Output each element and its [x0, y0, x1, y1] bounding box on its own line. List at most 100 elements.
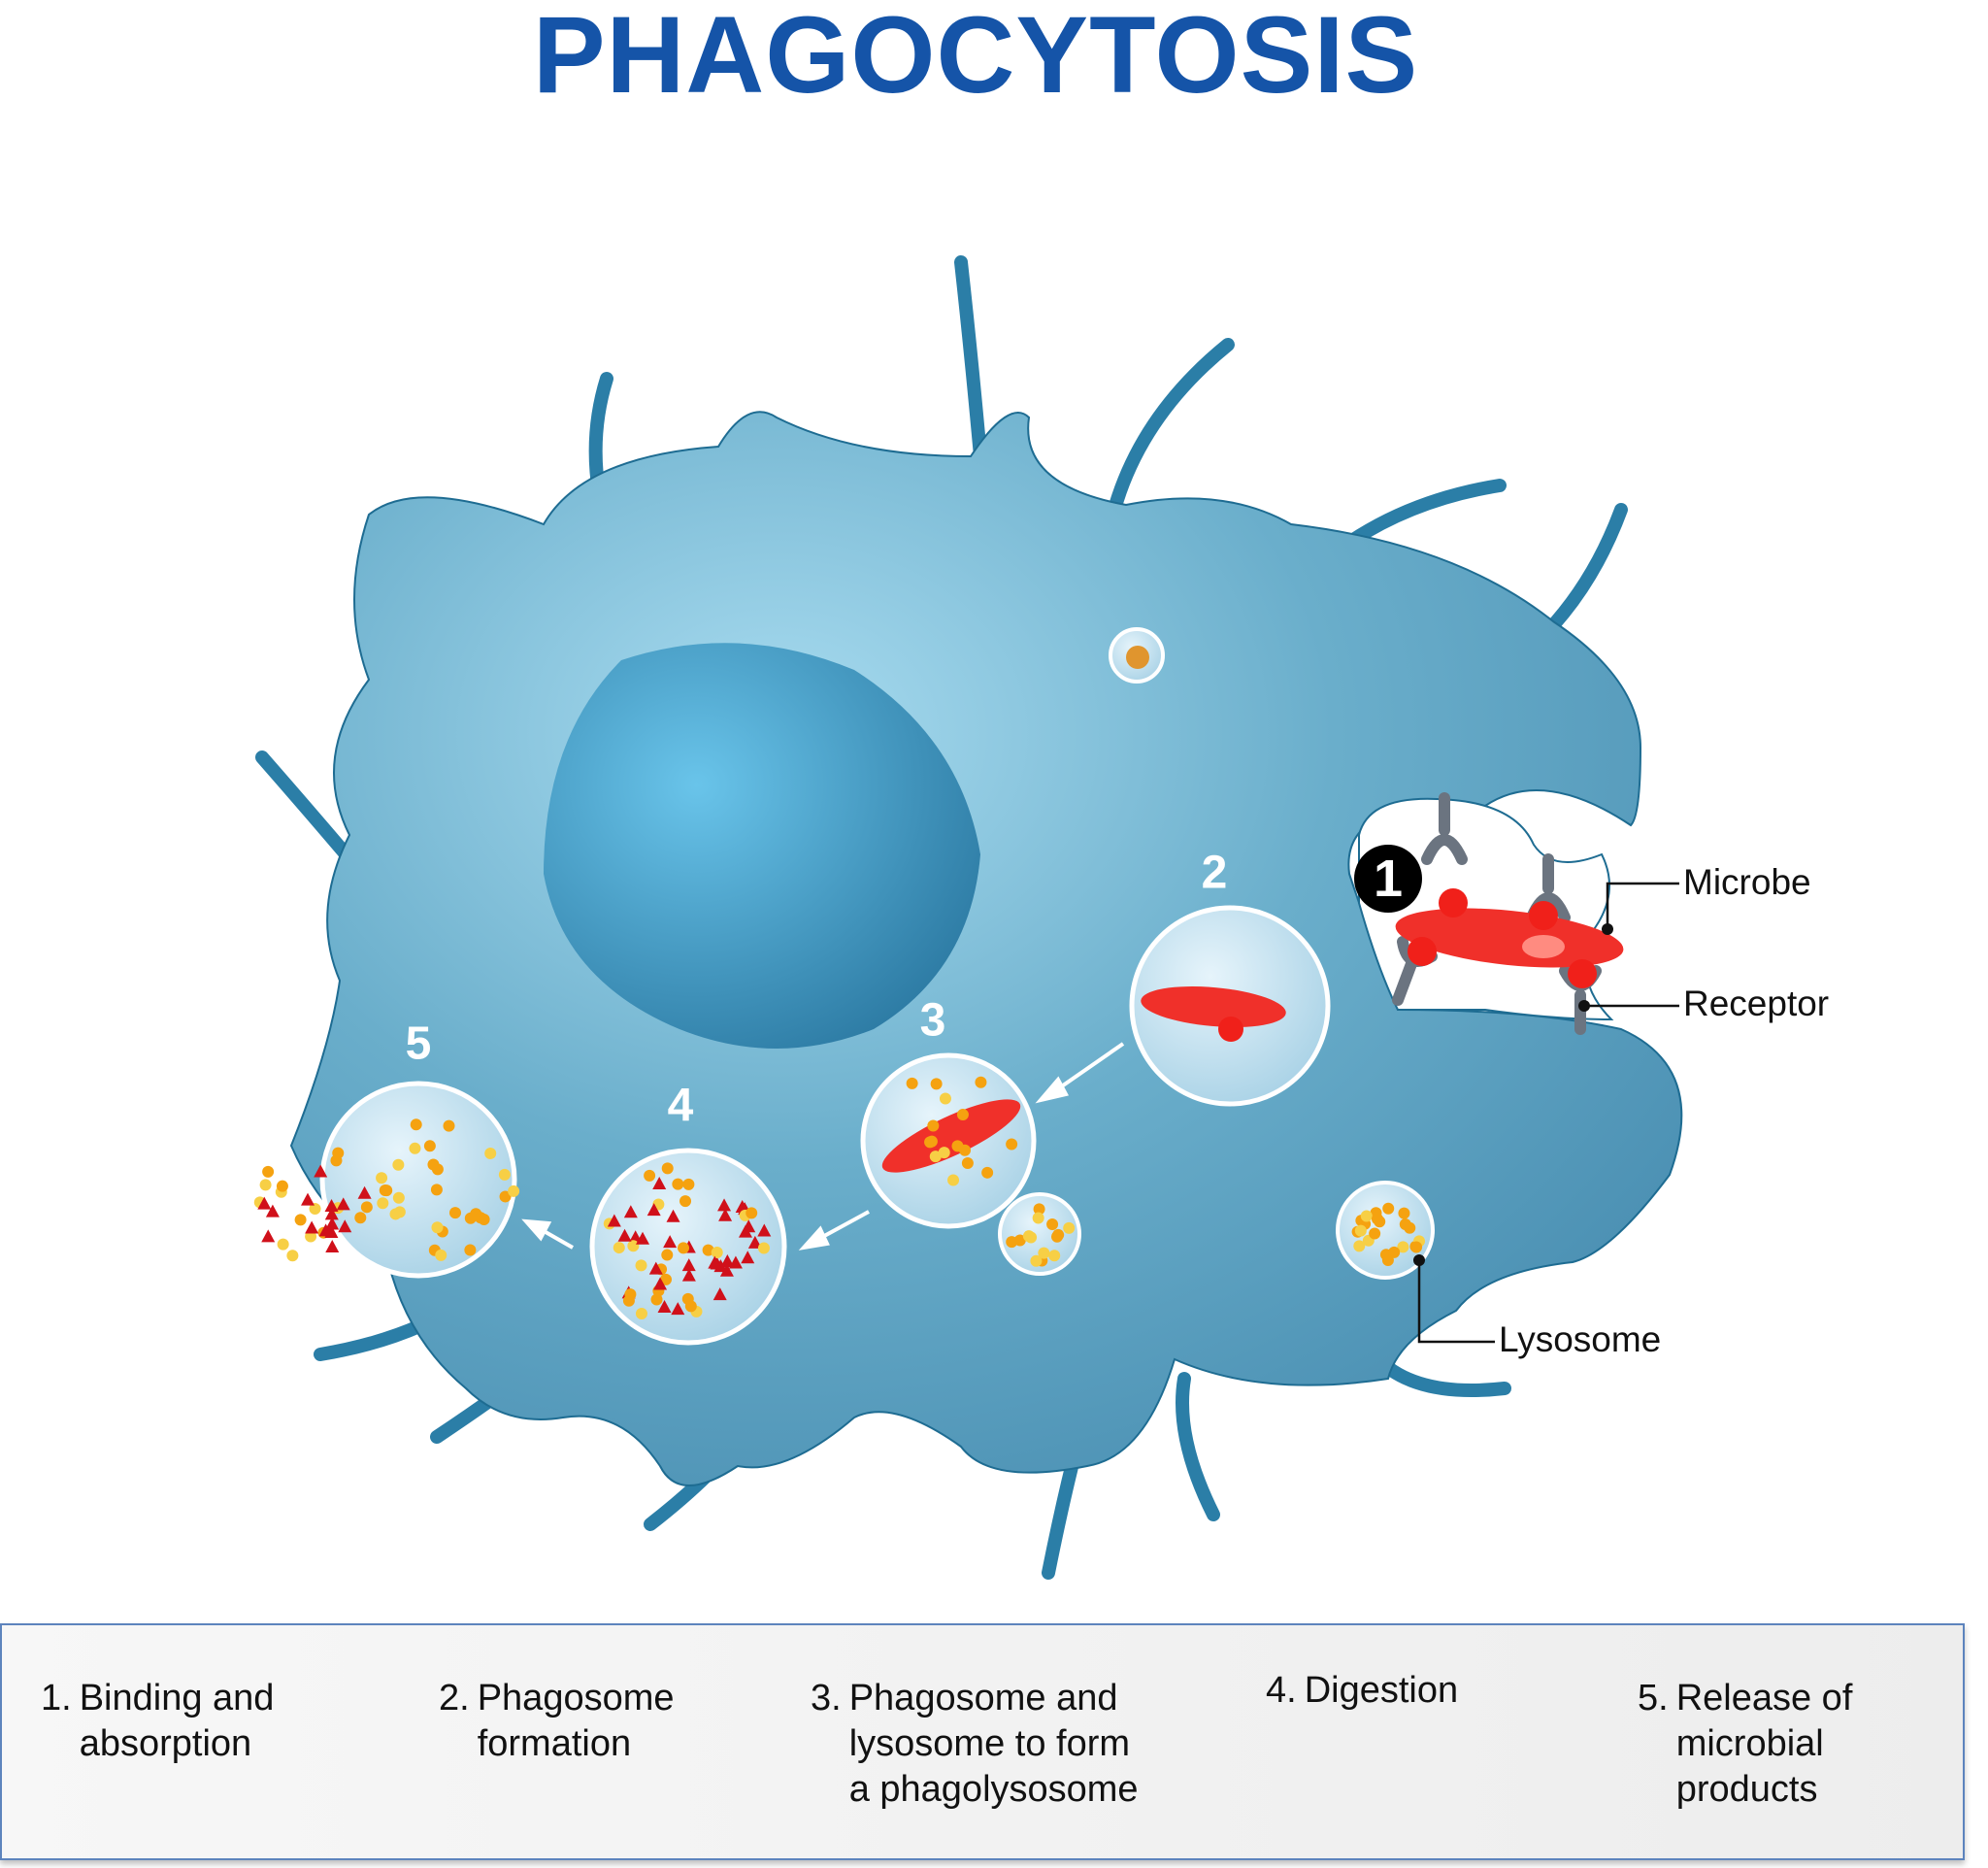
granule: [360, 1201, 373, 1214]
granule: [464, 1244, 477, 1256]
granule: [661, 1249, 674, 1261]
granule: [261, 1229, 276, 1243]
granule: [499, 1190, 512, 1203]
release-5: [319, 1081, 517, 1279]
granule: [259, 1179, 272, 1191]
granule: [443, 1119, 455, 1132]
granule: [324, 1198, 339, 1212]
granule: [431, 1221, 444, 1234]
granule: [478, 1214, 490, 1226]
process-arrows: [521, 1042, 1125, 1251]
granule: [711, 1247, 723, 1259]
granule: [653, 1277, 668, 1290]
granule: [309, 1203, 321, 1216]
granule: [277, 1238, 289, 1251]
granule: [410, 1118, 422, 1131]
granule: [747, 1235, 762, 1249]
granule: [1006, 1236, 1018, 1249]
granule: [720, 1254, 735, 1268]
granule: [927, 1119, 940, 1132]
granule: [713, 1259, 728, 1273]
granule: [959, 1144, 972, 1156]
granule: [657, 1300, 672, 1314]
granule: [1371, 1213, 1383, 1225]
granule: [659, 1273, 672, 1285]
granule: [681, 1258, 696, 1272]
granule: [1354, 1224, 1367, 1237]
granule: [930, 1078, 943, 1090]
granule: [448, 1207, 461, 1219]
granule: [257, 1196, 272, 1210]
granule: [981, 1166, 994, 1179]
granule: [652, 1177, 667, 1190]
phagosome-2: [1129, 905, 1331, 1107]
granule: [719, 1263, 734, 1277]
granule: [648, 1261, 663, 1275]
granule: [1398, 1207, 1410, 1219]
granule: [1353, 1240, 1366, 1252]
granule: [742, 1219, 756, 1233]
granule: [324, 1207, 339, 1220]
granule: [646, 1203, 661, 1217]
granule: [627, 1240, 640, 1252]
lysosome: [1336, 1181, 1435, 1280]
label-receptor: Receptor: [1683, 984, 1830, 1023]
granule: [666, 1209, 680, 1222]
granule: [325, 1239, 340, 1252]
stage-number-1: 1: [1354, 845, 1422, 913]
granule: [1388, 1246, 1401, 1258]
legend-step-4: 4.Digestion: [1266, 1670, 1459, 1711]
granule: [1052, 1228, 1065, 1241]
granule: [294, 1214, 307, 1226]
stage-number-2: 2: [1201, 847, 1228, 899]
granule: [318, 1223, 333, 1237]
granule: [644, 1169, 656, 1182]
granule: [938, 1147, 950, 1159]
granule: [1381, 1254, 1394, 1267]
granule: [623, 1205, 638, 1218]
granule: [661, 1162, 674, 1175]
granule: [975, 1076, 987, 1088]
granule: [684, 1300, 697, 1313]
stage-number-4: 4: [667, 1080, 694, 1132]
granule: [947, 1174, 960, 1186]
granule: [757, 1223, 772, 1237]
granule: [1397, 1241, 1409, 1253]
granule: [435, 1249, 447, 1261]
granule: [613, 1242, 625, 1254]
granule: [682, 1178, 695, 1190]
granule: [757, 1242, 770, 1254]
granule: [624, 1288, 637, 1301]
label-lysosome: Lysosome: [1499, 1319, 1662, 1359]
granule: [301, 1192, 315, 1206]
granule: [498, 1168, 511, 1181]
granule: [354, 1212, 367, 1224]
granule: [1033, 1203, 1045, 1216]
granule: [672, 1178, 684, 1190]
granule: [636, 1231, 650, 1245]
granule: [607, 1214, 621, 1227]
granule: [617, 1228, 632, 1242]
granule: [409, 1142, 421, 1154]
granule: [718, 1208, 733, 1221]
granule: [392, 1158, 405, 1171]
granule: [1006, 1138, 1018, 1151]
granule: [265, 1204, 280, 1218]
granule: [336, 1197, 350, 1211]
granule: [305, 1220, 319, 1234]
granule: [650, 1293, 663, 1306]
granule: [423, 1140, 436, 1152]
granule: [325, 1217, 340, 1230]
granule: [379, 1184, 391, 1197]
granule: [1030, 1254, 1043, 1267]
granule: [377, 1197, 389, 1210]
granule: [430, 1184, 443, 1196]
granule: [635, 1307, 647, 1319]
granule: [1038, 1247, 1050, 1259]
granule: [1048, 1250, 1061, 1262]
